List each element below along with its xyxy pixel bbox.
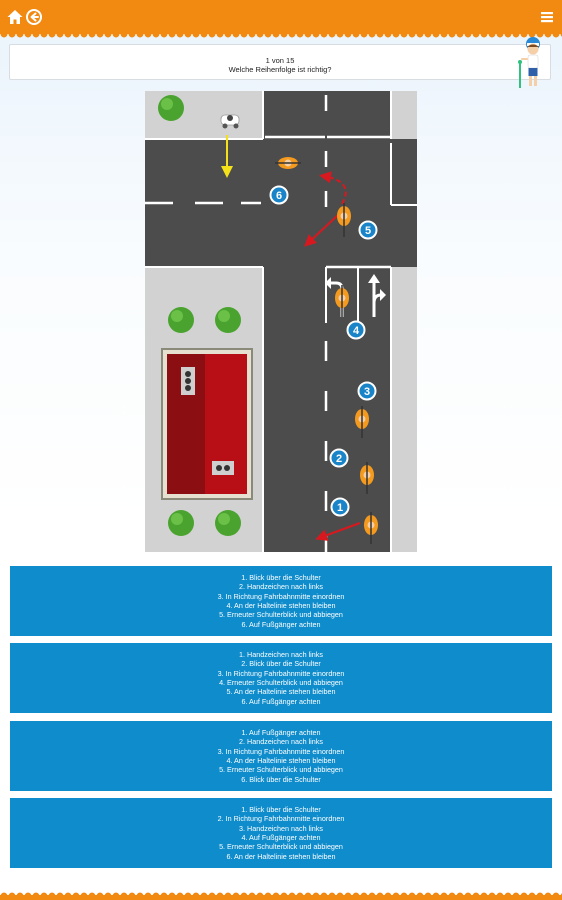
marker-5: 5	[358, 220, 378, 240]
answer-3-line-2: 2. Handzeichen nach links	[239, 737, 323, 747]
hamburger-menu-icon[interactable]	[538, 8, 556, 26]
question-header-card: 1 von 15 Welche Reihenfolge ist richtig?	[9, 44, 551, 80]
question-counter: 1 von 15	[265, 56, 295, 65]
answer-3-line-6: 6. Blick über die Schulter	[241, 774, 321, 784]
question-text: Welche Reihenfolge ist richtig?	[228, 65, 332, 74]
answer-3-line-4: 4. An der Haltelinie stehen bleiben	[226, 756, 336, 765]
answer-option-4[interactable]: 1. Blick über die Schulter 2. In Richtun…	[10, 798, 552, 868]
answer-4-line-3: 3. Handzeichen nach links	[239, 823, 323, 833]
marker-1: 1	[330, 497, 350, 517]
answer-2-line-3: 3. In Richtung Fahrbahnmitte einordnen	[217, 668, 345, 678]
answer-2-line-5: 5. An der Haltelinie stehen bleiben	[226, 687, 336, 697]
answer-1-line-4: 4. An der Haltelinie stehen bleiben	[226, 601, 336, 610]
answer-1-line-1: 1. Blick über die Schulter	[241, 572, 321, 582]
child-cyclist-mascot-icon	[518, 37, 540, 88]
svg-text:3: 3	[364, 386, 370, 398]
answer-4-line-5: 5. Erneuter Schulterblick und abbiegen	[219, 842, 343, 852]
answer-3-line-1: 1. Auf Fußgänger achten	[241, 727, 321, 737]
marker-4: 4	[346, 320, 366, 340]
answer-4-line-6: 6. An der Haltelinie stehen bleiben	[226, 851, 336, 861]
answer-2-line-4: 4. Erneuter Schulterblick und abbiegen	[219, 678, 343, 687]
svg-text:6: 6	[276, 190, 282, 202]
answer-option-3[interactable]: 1. Auf Fußgänger achten 2. Handzeichen n…	[10, 721, 552, 791]
marker-6: 6	[269, 185, 289, 205]
answer-3-line-3: 3. In Richtung Fahrbahnmitte einordnen	[217, 746, 345, 756]
answer-1-line-6: 6. Auf Fußgänger achten	[241, 619, 321, 629]
answer-2-line-2: 2. Blick über die Schulter	[241, 659, 321, 669]
top-app-bar	[0, 0, 562, 34]
bottom-bar-scallop-edge	[0, 890, 562, 896]
answer-1-line-5: 5. Erneuter Schulterblick und abbiegen	[219, 610, 343, 620]
marker-2: 2	[329, 448, 349, 468]
svg-text:4: 4	[353, 325, 360, 337]
answer-2-line-1: 1. Handzeichen nach links	[239, 649, 323, 659]
answer-1-line-3: 3. In Richtung Fahrbahnmitte einordnen	[217, 591, 345, 601]
answer-4-line-1: 1. Blick über die Schulter	[241, 804, 321, 814]
marker-3: 3	[357, 381, 377, 401]
bottom-bar	[0, 895, 562, 900]
answer-option-2[interactable]: 1. Handzeichen nach links 2. Blick über …	[10, 643, 552, 713]
back-circle-icon[interactable]	[25, 8, 43, 26]
answer-4-line-2: 2. In Richtung Fahrbahnmitte einordnen	[217, 814, 345, 824]
svg-text:1: 1	[337, 502, 343, 514]
svg-text:5: 5	[365, 225, 371, 237]
answer-1-line-2: 2. Handzeichen nach links	[239, 582, 323, 592]
answer-3-line-5: 5. Erneuter Schulterblick und abbiegen	[219, 765, 343, 775]
answer-4-line-4: 4. Auf Fußgänger achten	[241, 833, 321, 842]
street-intersection-illustration: 6 5 4 3 2 1	[145, 91, 417, 552]
home-icon[interactable]	[6, 8, 24, 26]
answer-2-line-6: 6. Auf Fußgänger achten	[241, 696, 321, 706]
answer-option-1[interactable]: 1. Blick über die Schulter 2. Handzeiche…	[10, 566, 552, 636]
svg-text:2: 2	[336, 453, 342, 465]
top-bar-scallop-edge	[0, 34, 562, 40]
